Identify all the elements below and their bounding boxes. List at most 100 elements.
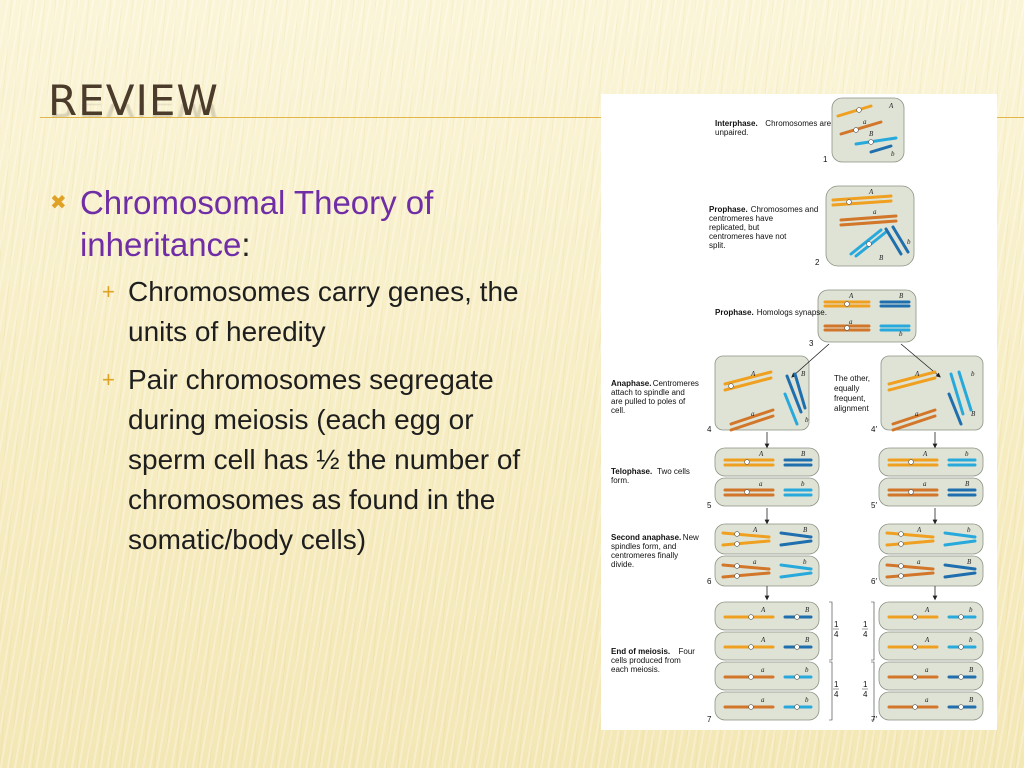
cell-shape bbox=[878, 477, 984, 507]
plus-icon: + bbox=[102, 279, 115, 304]
fraction-label: 1 bbox=[834, 620, 839, 629]
chromosome-strand bbox=[947, 392, 963, 426]
sub-bullet-text: Chromosomes carry genes, the units of he… bbox=[128, 276, 519, 347]
centromere bbox=[846, 199, 852, 205]
stage-title: Second anaphase. bbox=[611, 533, 681, 542]
stage-desc: Four bbox=[679, 647, 696, 656]
stage-number: 5 bbox=[707, 501, 712, 510]
sub-bullet-list: + Chromosomes carry genes, the units of … bbox=[102, 272, 550, 560]
gene-label: B bbox=[805, 606, 810, 614]
gene-label: a bbox=[863, 118, 867, 126]
sub-bullet-text: Pair chromosomes segregate during meiosi… bbox=[128, 364, 521, 555]
centromere bbox=[912, 674, 918, 680]
gene-label: B bbox=[965, 480, 970, 488]
chromosome-strand bbox=[887, 376, 937, 392]
title-divider bbox=[40, 117, 1024, 118]
gene-label: a bbox=[915, 410, 919, 418]
stage-number: 3 bbox=[809, 339, 814, 348]
gene-label: A bbox=[758, 450, 764, 458]
chromosome-strand bbox=[779, 571, 813, 579]
stage-desc: Homologs synapse. bbox=[757, 308, 827, 317]
gene-label: b bbox=[971, 370, 975, 378]
chromosome-strand bbox=[721, 539, 771, 547]
gene-label: b bbox=[803, 558, 807, 566]
gene-label: A bbox=[914, 370, 920, 378]
gene-label: b bbox=[907, 238, 911, 246]
x-mark-icon: ✖ bbox=[50, 192, 67, 214]
stage-desc: are pulled to poles of bbox=[611, 397, 686, 406]
fraction-label: 4 bbox=[863, 630, 868, 639]
centromere bbox=[868, 139, 874, 145]
centromere bbox=[748, 674, 754, 680]
cell-shape bbox=[714, 355, 810, 431]
gene-label: a bbox=[759, 480, 763, 488]
gene-label: A bbox=[760, 606, 766, 614]
chromosome-strand bbox=[891, 225, 910, 254]
chromosome-strand bbox=[793, 372, 807, 410]
gene-label: B bbox=[801, 370, 806, 378]
gene-label: A bbox=[760, 636, 766, 644]
gene-label: b bbox=[967, 526, 971, 534]
cell-shape bbox=[878, 555, 984, 587]
cell-shape bbox=[880, 355, 984, 431]
centromere bbox=[734, 563, 740, 569]
chromosome-strand bbox=[943, 539, 977, 547]
chromosome-strand bbox=[885, 539, 935, 547]
stage-desc: each meiosis. bbox=[611, 665, 660, 674]
gene-label: a bbox=[849, 318, 853, 326]
gene-label: A bbox=[922, 450, 928, 458]
gene-label: B bbox=[869, 130, 874, 138]
chromosome-strand bbox=[891, 408, 937, 426]
chromosome-strand bbox=[831, 194, 893, 202]
slide-body: ✖ Chromosomal Theory of inheritance: + C… bbox=[50, 182, 550, 568]
stage-desc: replicated, but bbox=[709, 223, 760, 232]
stage-desc: unpaired. bbox=[715, 128, 748, 137]
centromere bbox=[958, 614, 964, 620]
bracket bbox=[829, 601, 833, 661]
stage-number: 4′ bbox=[871, 425, 877, 434]
gene-label: a bbox=[925, 666, 929, 674]
gene-label: b bbox=[899, 330, 903, 338]
fraction-label: 4 bbox=[863, 690, 868, 699]
chromosome-strand bbox=[721, 571, 771, 579]
cell-shape bbox=[825, 185, 915, 267]
stage-desc: divide. bbox=[611, 560, 634, 569]
stage-desc: cells produced from bbox=[611, 656, 681, 665]
cell-shape bbox=[714, 477, 820, 507]
slide-title-reflection: Review bbox=[48, 104, 219, 126]
chromosome-strand bbox=[891, 414, 937, 432]
gene-label: b bbox=[801, 480, 805, 488]
centromere bbox=[898, 541, 904, 547]
chromosome-strand bbox=[729, 408, 775, 426]
chromosome-strand bbox=[839, 120, 883, 136]
gene-label: b bbox=[891, 150, 895, 158]
chromosome-strand bbox=[854, 136, 898, 146]
centromere bbox=[908, 459, 914, 465]
centromere bbox=[734, 541, 740, 547]
stage-number: 7′ bbox=[871, 715, 877, 724]
centromere bbox=[748, 614, 754, 620]
gene-label: a bbox=[751, 410, 755, 418]
alternative-note: frequent, bbox=[834, 394, 866, 403]
centromere bbox=[912, 614, 918, 620]
alternative-note: equally bbox=[834, 384, 859, 393]
gene-label: B bbox=[971, 410, 976, 418]
chromosome-strand bbox=[869, 144, 893, 154]
chromosome-strand bbox=[721, 531, 771, 539]
stage-title: Telophase. bbox=[611, 467, 652, 476]
centromere bbox=[898, 531, 904, 537]
gene-label: A bbox=[888, 102, 894, 110]
centromere bbox=[908, 489, 914, 495]
chromosome-strand bbox=[849, 228, 883, 256]
chromosome-strand bbox=[723, 370, 773, 386]
centromere bbox=[898, 563, 904, 569]
stage-number: 6 bbox=[707, 577, 712, 586]
gene-label: A bbox=[916, 526, 922, 534]
slide-title: Review bbox=[48, 76, 219, 125]
chromosome-strand bbox=[779, 539, 813, 547]
chromosome-strand bbox=[943, 531, 977, 539]
chromosome-strand bbox=[885, 531, 935, 539]
stage-number: 6′ bbox=[871, 577, 877, 586]
centromere bbox=[794, 674, 800, 680]
chromosome-strand bbox=[836, 104, 873, 118]
